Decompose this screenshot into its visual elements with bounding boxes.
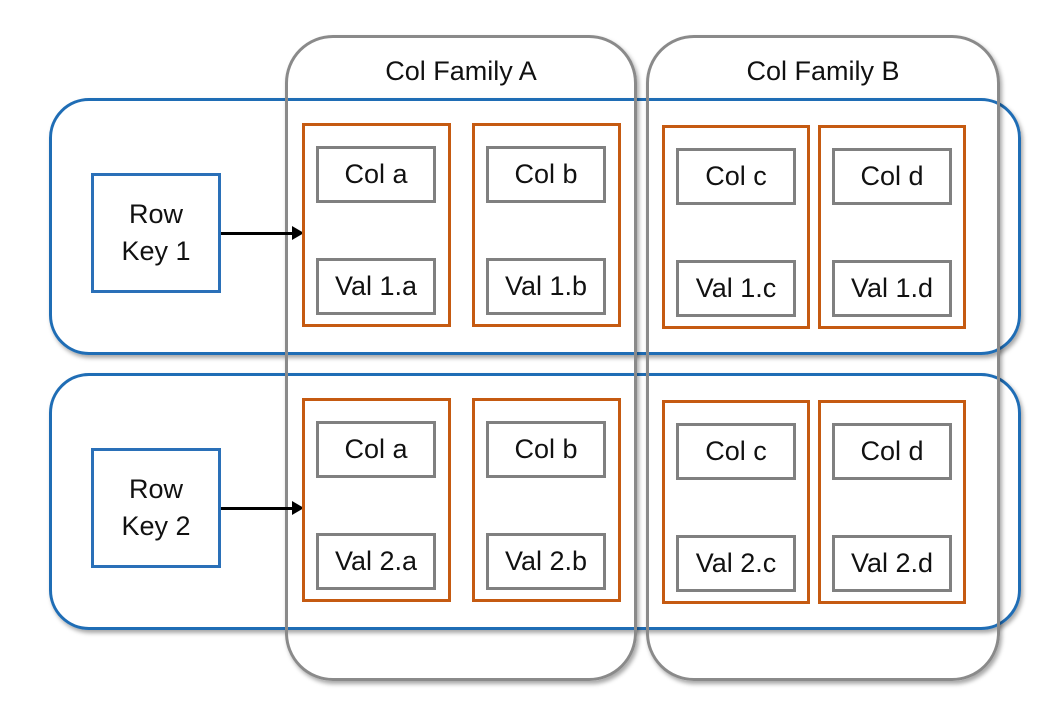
row-key-2-line2: Key 2 <box>121 511 191 541</box>
row-1-arrow-head-icon <box>292 226 304 240</box>
row-key-2: Row Key 2 <box>91 448 221 568</box>
row-2-arrow-line <box>221 507 293 510</box>
cell-2c-value: Val 2.c <box>676 535 796 592</box>
row-key-2-line1: Row <box>128 474 183 504</box>
column-family-a-title: Col Family A <box>385 56 537 86</box>
cell-2b-column: Col b <box>486 421 606 478</box>
cell-1b-value: Val 1.b <box>486 258 606 315</box>
row-2-arrow-head-icon <box>292 501 304 515</box>
column-family-a: Col Family A <box>285 35 637 681</box>
row-container-1 <box>49 98 1021 355</box>
cell-1d-column: Col d <box>832 148 952 205</box>
row-1-arrow-line <box>221 232 293 235</box>
cell-2b-value: Val 2.b <box>486 533 606 590</box>
cell-1b-column: Col b <box>486 146 606 203</box>
row-key-1-line1: Row <box>128 199 183 229</box>
cell-2d-column: Col d <box>832 423 952 480</box>
row-container-2 <box>49 373 1021 630</box>
cell-2d-value: Val 2.d <box>832 535 952 592</box>
cell-1d-value: Val 1.d <box>832 260 952 317</box>
row-key-1: Row Key 1 <box>91 173 221 293</box>
cell-2a-value: Val 2.a <box>316 533 436 590</box>
cell-1c-column: Col c <box>676 148 796 205</box>
cell-2c-column: Col c <box>676 423 796 480</box>
cell-1a-column: Col a <box>316 146 436 203</box>
row-key-1-line2: Key 1 <box>121 236 191 266</box>
column-family-b-title: Col Family B <box>746 56 900 86</box>
cell-1c-value: Val 1.c <box>676 260 796 317</box>
cell-1a-value: Val 1.a <box>316 258 436 315</box>
cell-2a-column: Col a <box>316 421 436 478</box>
column-family-b: Col Family B <box>646 35 1000 681</box>
